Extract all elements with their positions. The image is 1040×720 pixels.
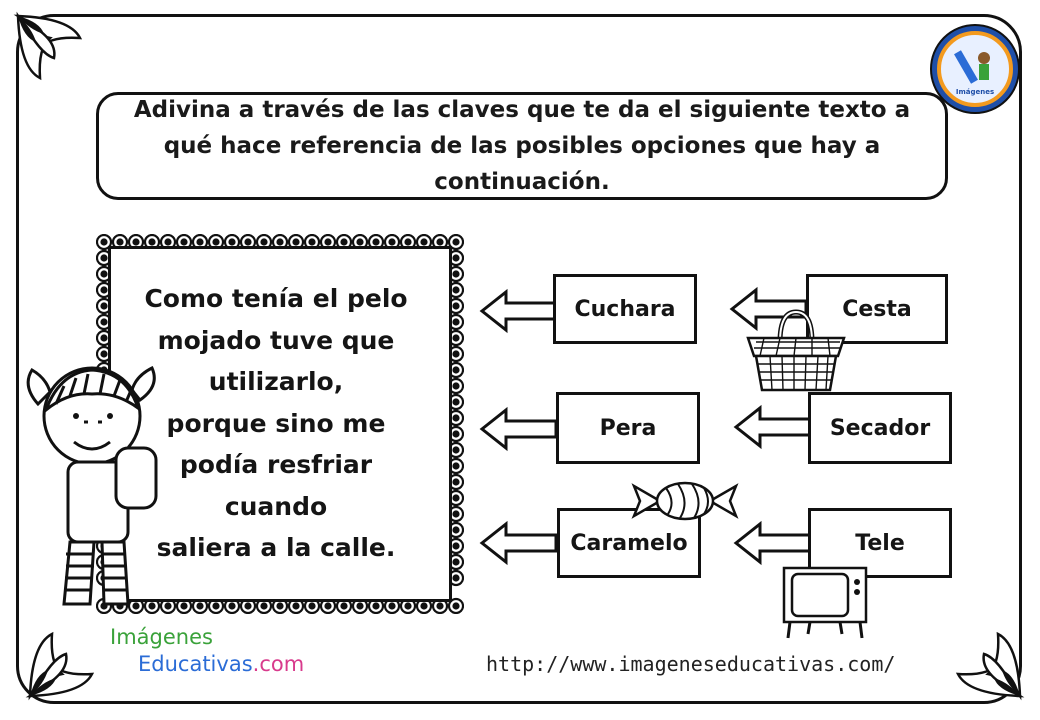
footer-url[interactable]: http://www.imageneseducativas.com/ [486,652,896,676]
clue-card-inner [108,246,452,602]
option-cuchara[interactable]: Cuchara [553,274,697,344]
television-icon [782,566,868,639]
option-caramelo[interactable]: Caramelo [557,508,701,578]
arrow-left-icon [479,288,558,334]
candy-icon [631,481,739,521]
basket-icon [746,309,846,392]
brand-logo: Imágenes Educativas.com [110,624,304,678]
scalloped-border-icon [96,234,464,614]
corner-ornament-bottom-left-icon [25,631,95,701]
girl-illustration-icon [26,365,158,606]
arrow-left-icon [733,520,812,566]
arrow-left-icon [479,520,558,566]
page-frame [16,14,1022,704]
arrow-left-icon [479,406,558,452]
svg-text:Imágenes: Imágenes [956,88,994,96]
seal-logo-icon: Imágenes [930,24,1020,114]
corner-ornament-bottom-right-icon [955,631,1025,701]
corner-ornament-top-left-icon [13,11,83,81]
option-tele[interactable]: Tele [808,508,952,578]
arrow-left-icon [733,404,812,450]
logo-word-educativas: Educativas [138,652,253,676]
instruction-text: Adivina a través de las claves que te da… [133,97,911,195]
logo-line-1: Imágenes [110,625,213,649]
logo-line-2: Educativas.com [110,651,304,678]
instruction-box: Adivina a través de las claves que te da… [96,92,948,200]
clue-text: Como tenía el pelo mojado tuve que utili… [144,284,408,562]
option-secador[interactable]: Secador [808,392,952,464]
clue-card: Como tenía el pelo mojado tuve que utili… [96,234,464,614]
logo-word-com: .com [252,652,305,676]
option-pera[interactable]: Pera [556,392,700,464]
option-cesta[interactable]: Cesta [806,274,948,344]
